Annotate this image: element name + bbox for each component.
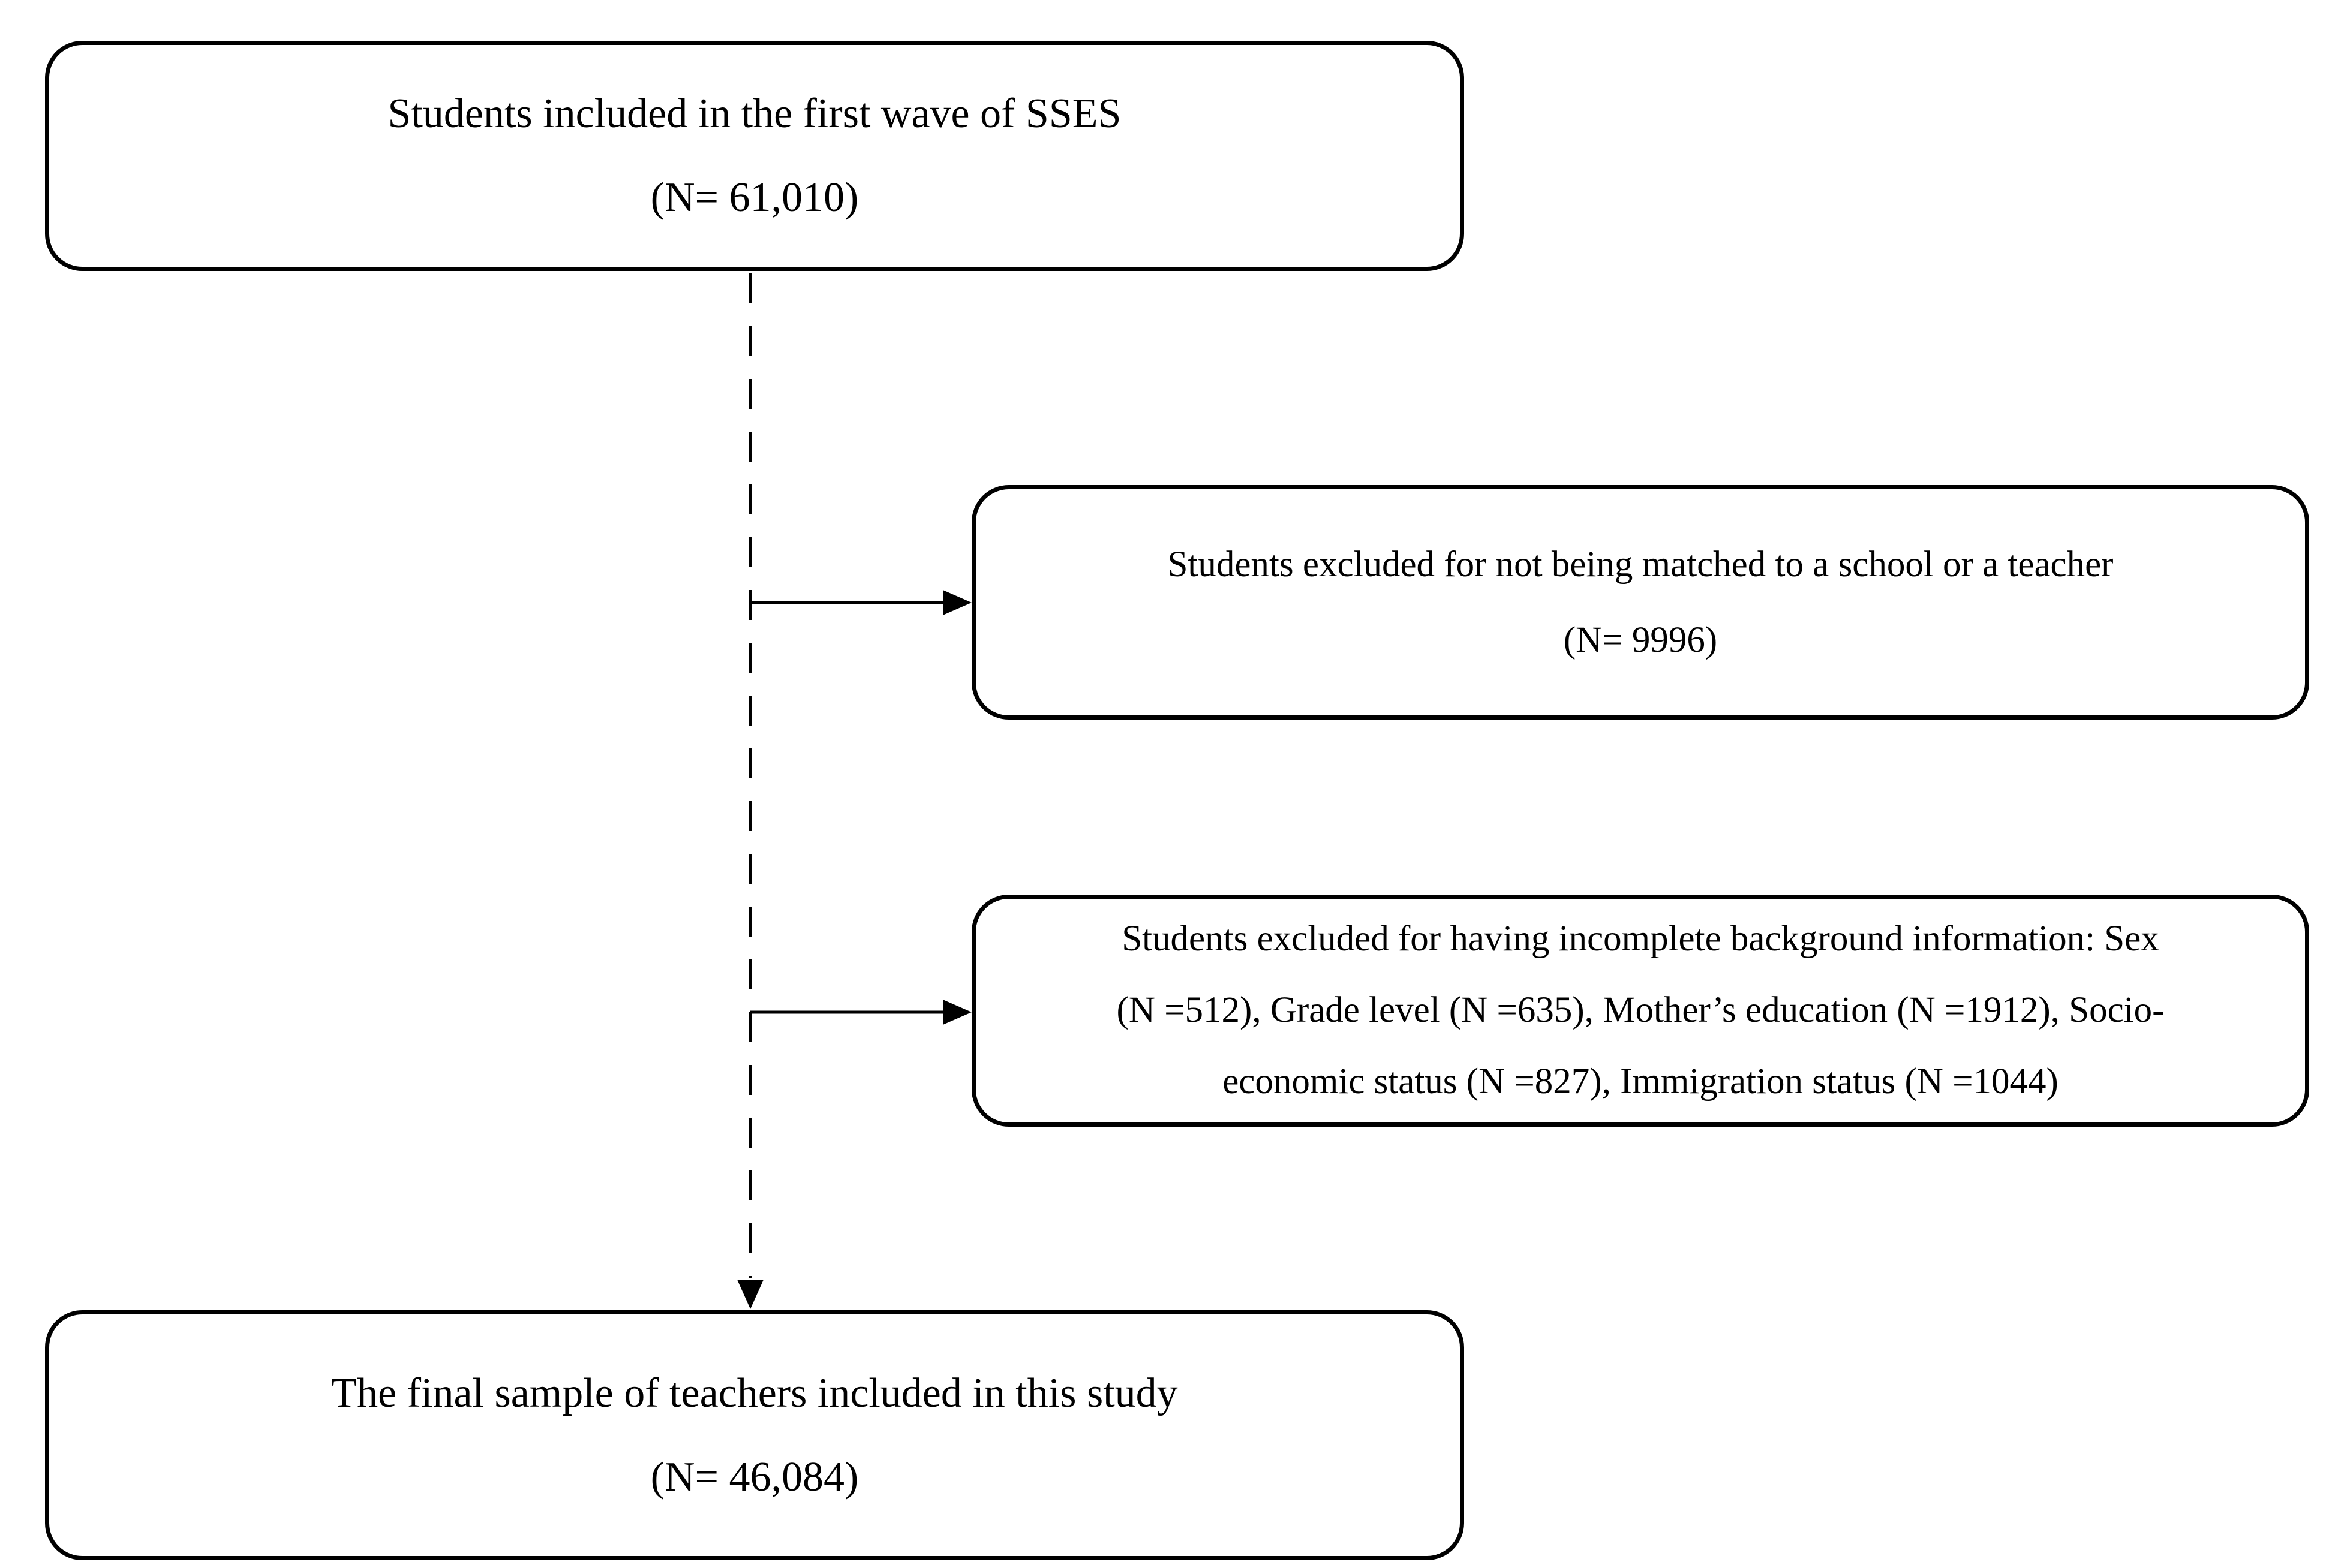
main-flow-arrowhead-down-icon xyxy=(737,1280,764,1309)
exclusion-arrow-2-head-right-icon xyxy=(943,1000,972,1025)
node-students-included-wave1: Students included in the first wave of S… xyxy=(45,41,1464,271)
node-students-excluded-incomplete-background: Students excluded for having incomplete … xyxy=(972,895,2309,1127)
node-students-excluded-unmatched-text: Students excluded for not being matched … xyxy=(1167,544,2114,660)
node-students-included-wave1-text: Students included in the first wave of S… xyxy=(387,91,1122,221)
node-students-excluded-incomplete-background-text: Students excluded for having incomplete … xyxy=(1116,919,2165,1101)
node-students-excluded-unmatched: Students excluded for not being matched … xyxy=(972,485,2309,720)
node-final-sample: The final sample of teachers included in… xyxy=(45,1310,1464,1560)
node-final-sample-text: The final sample of teachers included in… xyxy=(331,1370,1178,1500)
exclusion-arrow-1-head-right-icon xyxy=(943,590,972,615)
